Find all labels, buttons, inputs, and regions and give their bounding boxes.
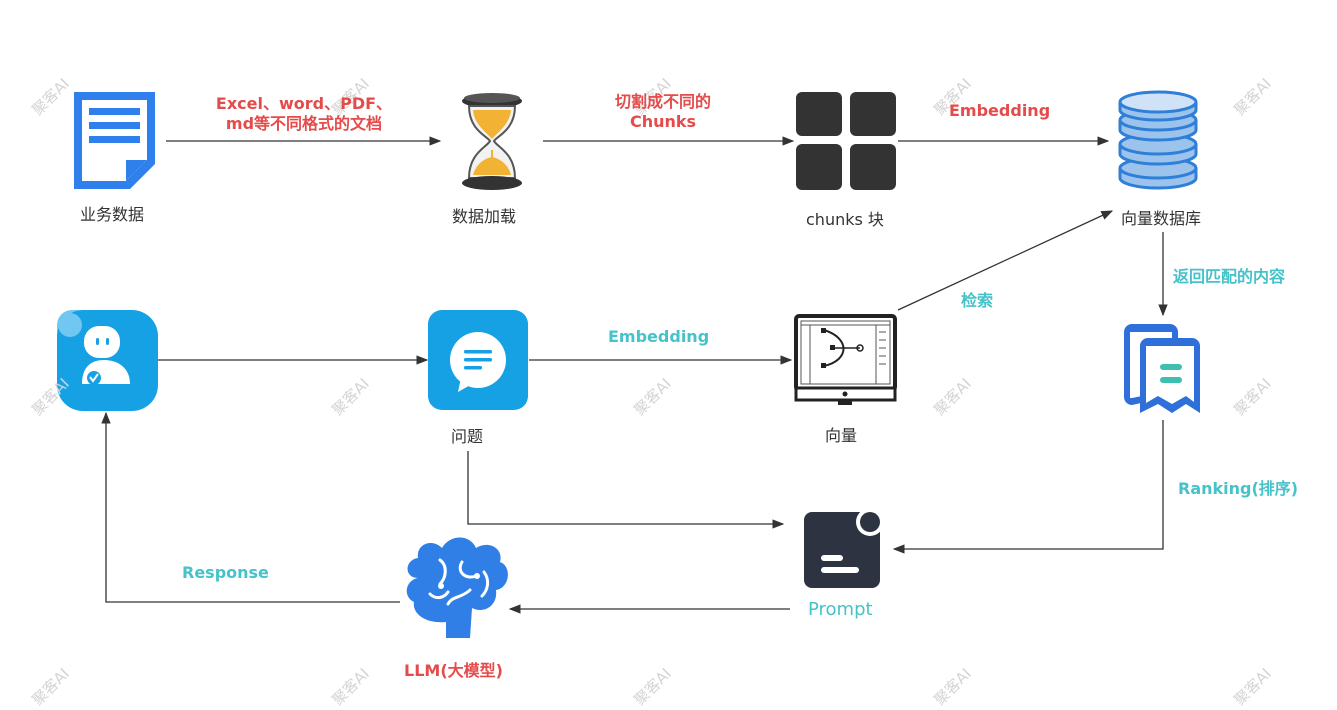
edge-label-formats-line1: Excel、word、PDF、 [215,94,393,113]
prompt-card-icon [804,508,884,588]
edge-label-embedding-top: Embedding [949,101,1051,120]
monitor-vector-icon [794,314,897,405]
chat-bubble-icon [428,310,528,410]
database-icon [1118,90,1198,190]
grid-squares-icon [796,92,896,190]
edge-label-ranking: Ranking(排序) [1178,479,1299,498]
edge-question-to-prompt [467,451,785,529]
documents-stack-icon [1124,324,1200,413]
edge-label-formats-line2: md等不同格式的文档 [225,114,383,133]
node-label-llm: LLM(大模型) [404,661,503,680]
node-label-vector-db: 向量数据库 [1121,209,1202,228]
edge-label-formats: Excel、word、PDF、 md等不同格式的文档 [208,94,400,134]
connectors [101,136,1168,614]
edge-label-embedding-mid: Embedding [608,327,710,346]
node-label-prompt: Prompt [808,599,873,620]
brain-icon [406,537,508,638]
node-label-business-data: 业务数据 [80,205,145,224]
edge-vector-to-db [897,210,1114,311]
node-label-data-loading: 数据加载 [452,207,517,226]
node-label-chunks: chunks 块 [806,210,884,229]
edge-label-retrieve: 检索 [961,291,994,310]
edge-label-response: Response [182,563,269,582]
edge-label-split-line2: Chunks [629,112,697,131]
document-icon [74,92,155,189]
edge-label-return-match: 返回匹配的内容 [1173,267,1286,286]
hourglass-icon [462,93,522,190]
edge-llm-to-user [101,411,400,603]
edge-match-to-prompt [892,420,1164,554]
edge-label-split: 切割成不同的 Chunks [598,92,728,132]
edge-label-split-line1: 切割成不同的 [614,92,711,111]
node-label-question: 问题 [451,427,484,446]
user-avatar-icon [57,310,158,411]
node-label-vector: 向量 [825,426,858,445]
